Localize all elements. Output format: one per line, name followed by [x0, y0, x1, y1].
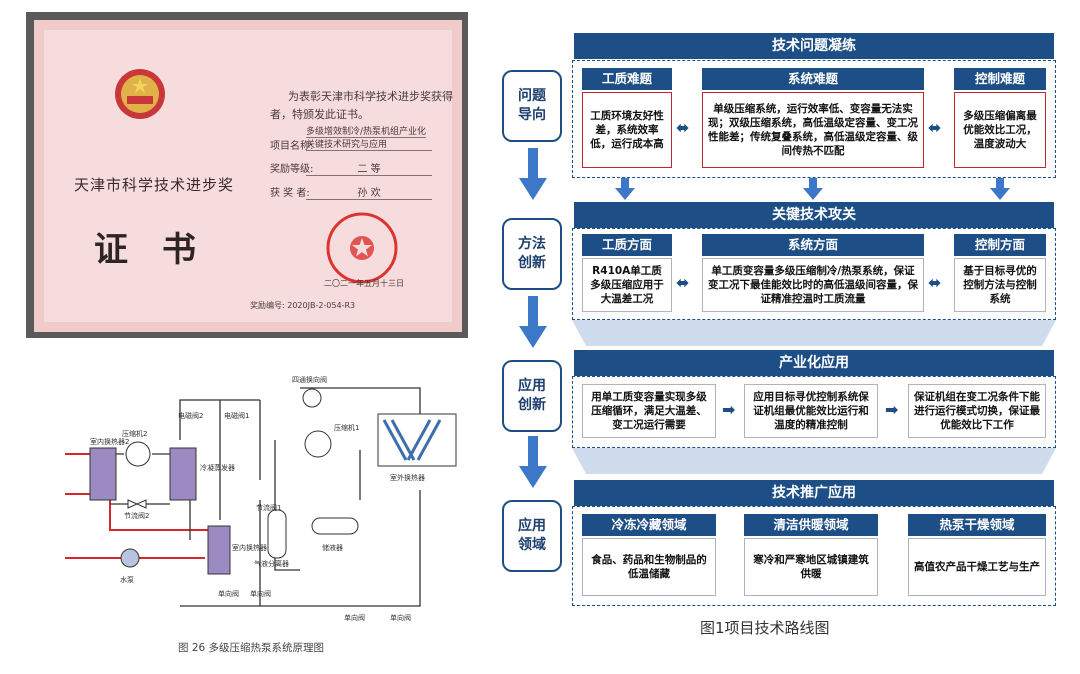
four-way-valve-icon	[302, 388, 322, 408]
gas-liquid-separator	[267, 509, 287, 559]
section1-header-1: 工质难题	[582, 68, 672, 90]
funnel-connector	[572, 448, 1056, 474]
down-arrow-icon	[615, 178, 635, 200]
section2-frame	[572, 228, 1056, 320]
section3-box-2: 应用目标寻优控制系统保证机组最优能效比运行和温度的精准控制	[744, 384, 878, 438]
check-valve-label-1: 单向阀	[218, 589, 239, 598]
cert-level-label: 奖励等级:	[270, 164, 314, 175]
right-arrow-icon: ➡	[885, 400, 899, 419]
right-arrow-icon: ➡	[722, 400, 736, 419]
government-seal-icon	[326, 212, 398, 284]
section2-header-1: 工质方面	[582, 234, 672, 256]
section3-frame	[572, 376, 1056, 448]
roadmap-caption: 图1项目技术路线图	[700, 619, 830, 637]
section4-header-1: 冷冻冷藏领域	[582, 514, 716, 536]
section4-band: 技术推广应用	[574, 480, 1054, 506]
schematic-caption: 图 26 多级压缩热泵系统原理图	[178, 642, 325, 654]
indoor-hx1-label: 室内换热器1	[232, 543, 271, 552]
cert-intro-line1: 为表彰天津市科学技术进步奖获得	[288, 90, 453, 103]
solenoid1-label: 电磁阀1	[224, 411, 249, 420]
section4-box-2: 寒冷和严寒地区城镇建筑供暖	[744, 538, 878, 596]
section3-box-3: 保证机组在变工况条件下能进行运行模式切换，保证最优能效比下工作	[908, 384, 1046, 438]
cert-level-value: 二 等	[306, 160, 432, 176]
funnel-connector	[572, 320, 1056, 346]
compressor2-label: 压缩机2	[122, 429, 147, 438]
section2-band: 关键技术攻关	[574, 202, 1054, 228]
down-arrow-icon	[519, 296, 547, 348]
indoor-heat-exchanger-1	[207, 525, 231, 575]
cert-date: 二〇二一年五月十三日	[324, 279, 404, 288]
section1-band: 技术问题凝练	[574, 33, 1054, 59]
water-pump-icon	[120, 548, 140, 568]
section1-box-3: 多级压缩偏离最优能效比工况，温度波动大	[954, 92, 1046, 168]
condenser-evaporator	[169, 447, 197, 501]
cert-winner-value: 孙 欢	[306, 184, 432, 200]
indoor-heat-exchanger-2	[89, 447, 117, 501]
throttle1-label: 节流阀1	[256, 503, 281, 512]
section4-box-3: 高值农产品干燥工艺与生产	[908, 538, 1046, 596]
section2-box-2: 单工质变容量多级压缩制冷/热泵系统，保证变工况下最佳能效比时的高低温级间容量，保…	[702, 258, 924, 312]
cond-evap-label: 冷凝蒸发器	[200, 463, 235, 472]
receiver-label: 储液器	[322, 543, 343, 552]
down-arrow-icon	[990, 178, 1010, 200]
section2-header-3: 控制方面	[954, 234, 1046, 256]
double-arrow-icon: ⬌	[928, 273, 942, 292]
check-valve-label-4: 单向阀	[390, 613, 411, 622]
cert-project-line2: 关键技术研究与应用	[306, 137, 432, 151]
water-pipes	[65, 453, 210, 559]
throttle2-label: 节流阀2	[124, 511, 149, 520]
left-label-method: 方法 创新	[502, 218, 562, 290]
left-label-app-innovation: 应用 创新	[502, 360, 562, 432]
section2-header-2: 系统方面	[702, 234, 924, 256]
throttle-valve-2	[127, 499, 147, 509]
compressor1-label: 压缩机1	[334, 423, 359, 432]
refrigerant-pipes	[110, 387, 421, 607]
liquid-receiver	[311, 517, 359, 535]
left-label-app-field: 应用 领域	[502, 500, 562, 572]
cert-title: 证书	[94, 230, 230, 270]
section2-box-3: 基于目标寻优的控制方法与控制系统	[954, 258, 1046, 312]
double-arrow-icon: ⬌	[676, 273, 690, 292]
compressor-2	[125, 441, 151, 467]
section1-header-3: 控制难题	[954, 68, 1046, 90]
down-arrow-icon	[519, 148, 547, 200]
section1-box-2: 单级压缩系统，运行效率低、变容量无法实现；双级压缩系统，高低温级定容量、变工况性…	[702, 92, 924, 168]
section1-header-2: 系统难题	[702, 68, 924, 90]
outdoor-heat-exchanger	[377, 413, 457, 467]
outdoor-hx-label: 室外换热器	[390, 473, 425, 482]
certificate-paper: 为表彰天津市科学技术进步奖获得 者，特颁发此证书。 多级增效制冷/热泵机组产业化…	[34, 20, 462, 332]
check-valve-label-3: 单向阀	[344, 613, 365, 622]
down-arrow-icon	[803, 178, 823, 200]
section4-frame	[572, 506, 1056, 606]
cert-project-line1: 多级增效制冷/热泵机组产业化	[306, 124, 427, 138]
section4-header-3: 热泵干燥领域	[908, 514, 1046, 536]
section3-band: 产业化应用	[574, 350, 1054, 376]
cert-serial: 奖励编号: 2020JB-2-054-R3	[250, 301, 356, 310]
cert-award-name: 天津市科学技术进步奖	[74, 176, 235, 194]
solenoid2-label: 电磁阀2	[178, 411, 203, 420]
cert-project-label: 项目名称:	[270, 141, 314, 152]
indoor-hx2-label: 室内换热器2	[90, 437, 129, 446]
cert-winner-label: 获 奖 者:	[270, 188, 310, 199]
pump-label: 水泵	[120, 575, 134, 584]
double-arrow-icon: ⬌	[928, 118, 942, 137]
down-arrow-icon	[519, 436, 547, 488]
cert-intro-line2: 者，特颁发此证书。	[270, 108, 369, 121]
check-valve-label-2: 单向阀	[250, 589, 271, 598]
section4-header-2: 清洁供暖领域	[744, 514, 878, 536]
double-arrow-icon: ⬌	[676, 118, 690, 137]
section1-box-1: 工质环境友好性差，系统效率低，运行成本高	[582, 92, 672, 168]
section4-box-1: 食品、药品和生物制品的低温储藏	[582, 538, 716, 596]
section2-box-1: R410A单工质多级压缩应用于大温差工况	[582, 258, 672, 312]
four-way-label: 四通换向阀	[292, 375, 327, 384]
section3-box-1: 用单工质变容量实现多级压缩循环，满足大温差、变工况运行需要	[582, 384, 716, 438]
section1-frame	[572, 60, 1056, 178]
left-label-problem: 问题 导向	[502, 70, 562, 142]
compressor-1	[304, 430, 332, 458]
heat-pump-schematic: 室内换热器2 冷凝蒸发器 压缩机2 节流阀2 电磁阀2 电磁阀1 室内换热器1 …	[65, 375, 457, 622]
national-emblem-icon	[115, 69, 165, 119]
separator-label: 气液分离器	[254, 559, 289, 568]
